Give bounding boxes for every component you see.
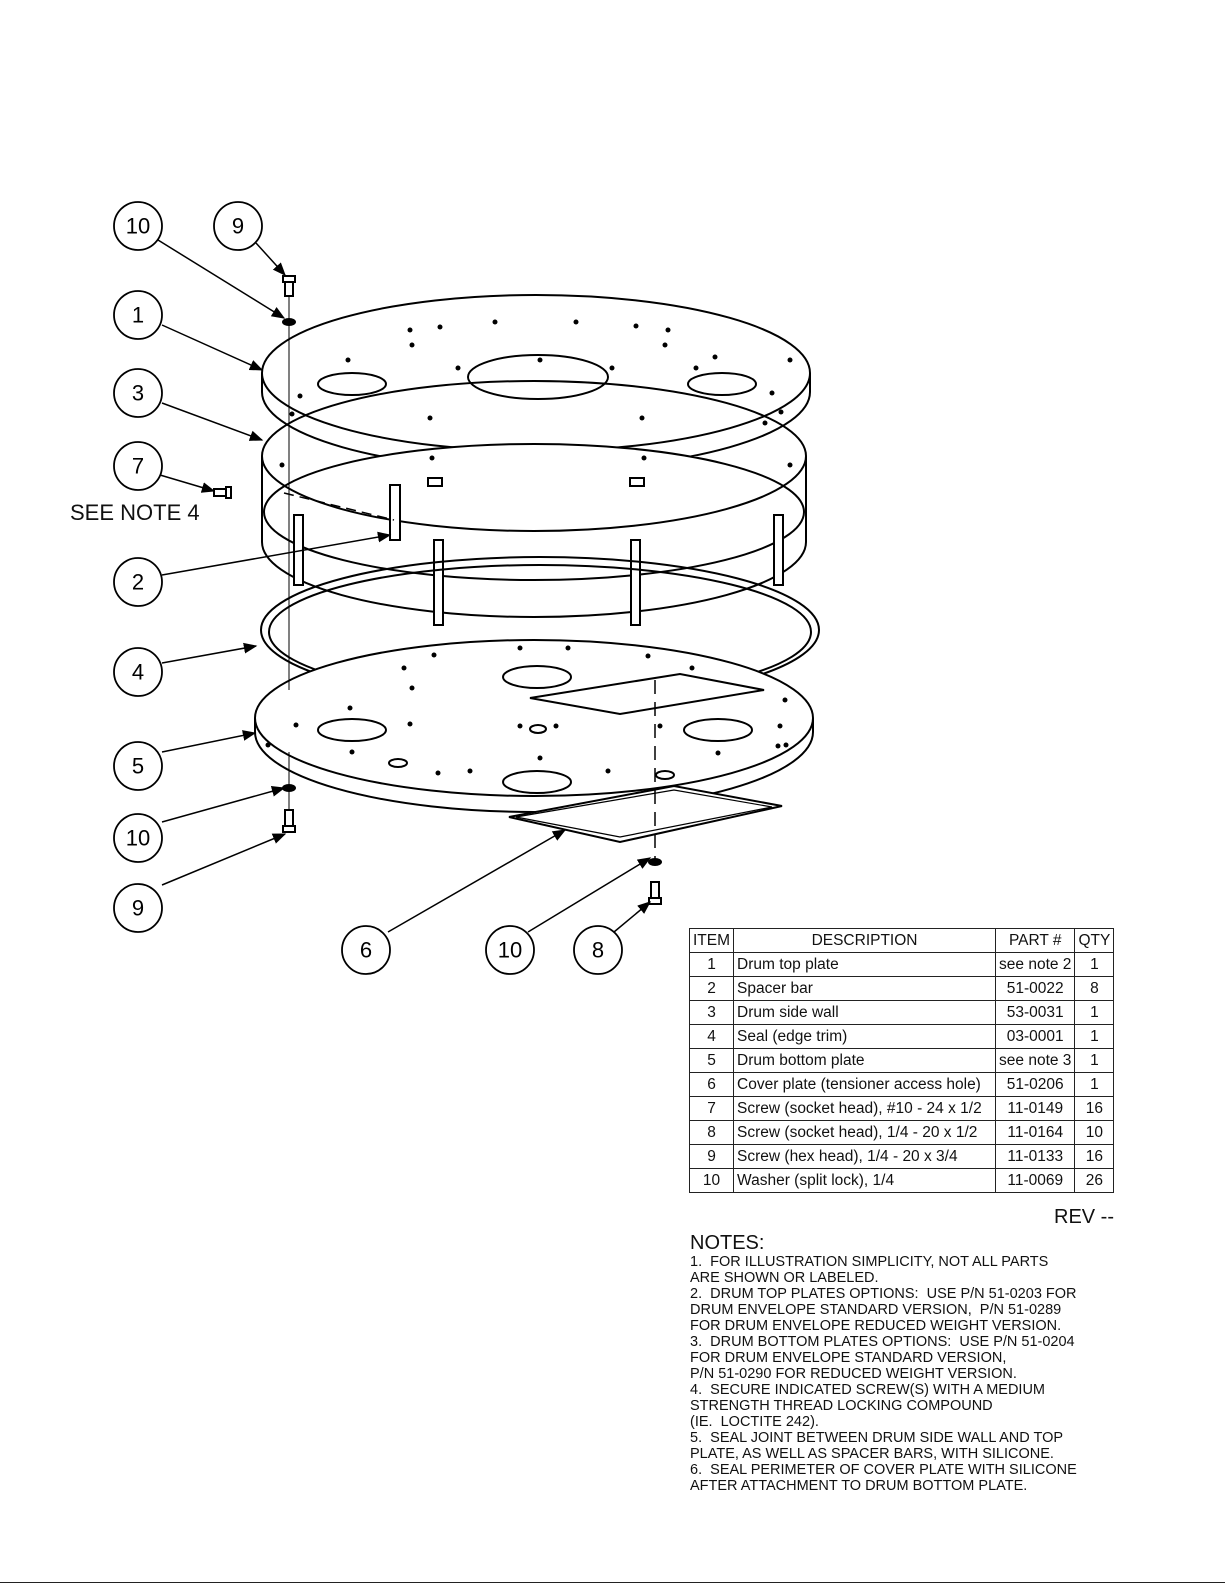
bom-qty: 8 [1074,976,1115,1001]
see-note-label: SEE NOTE 4 [70,500,200,525]
bom-description: Drum top plate [733,952,997,977]
bom-header-description: DESCRIPTION [733,928,997,953]
bom-part: see note 3 [995,1048,1076,1073]
balloon-label: 1 [132,303,144,328]
balloon-9 [113,883,163,933]
bom-header-row: ITEM DESCRIPTION PART # QTY [688,928,1115,953]
bom-item: 5 [688,1048,735,1073]
bom-description: Spacer bar [733,976,997,1001]
bom-qty: 1 [1074,1072,1115,1097]
drum-bottom-plate [254,639,814,813]
bom-qty: 16 [1074,1144,1115,1169]
bom-item: 3 [688,1000,735,1025]
bom-description: Screw (socket head), 1/4 - 20 x 1/2 [733,1120,997,1145]
notes-body: 1. FOR ILLUSTRATION SIMPLICITY, NOT ALL … [690,1254,1077,1494]
table-row: 9 Screw (hex head), 1/4 - 20 x 3/4 11-01… [688,1144,1115,1169]
balloon-8 [573,925,623,975]
bom-part: 51-0206 [995,1072,1076,1097]
leader-lines [157,239,652,933]
drum-top-plate [261,294,811,471]
balloon-label: 6 [360,938,372,963]
balloon-4 [113,647,163,697]
bom-part: 53-0031 [995,1000,1076,1025]
bom-part: 11-0164 [995,1120,1076,1145]
balloon-label: 10 [126,214,150,239]
balloon-label: 4 [132,660,144,685]
bom-part: see note 2 [995,952,1076,977]
bom-item: 9 [688,1144,735,1169]
balloon-label: 8 [592,938,604,963]
page-border-line [0,1582,1225,1583]
bom-item: 10 [688,1168,735,1193]
balloon-2 [113,557,163,607]
bom-description: Drum bottom plate [733,1048,997,1073]
table-row: 2 Spacer bar 51-0022 8 [688,976,1115,1001]
bom-description: Drum side wall [733,1000,997,1025]
bom-qty: 1 [1074,1024,1115,1049]
drum-side-wall [261,380,807,626]
balloon-label: 2 [132,570,144,595]
bom-description: Cover plate (tensioner access hole) [733,1072,997,1097]
balloon-6 [341,925,391,975]
bom-item: 8 [688,1120,735,1145]
bom-qty: 1 [1074,1048,1115,1073]
table-row: 5 Drum bottom plate see note 3 1 [688,1048,1115,1073]
balloon-label: 10 [126,826,150,851]
balloon-label: 7 [132,454,144,479]
bom-description: Washer (split lock), 1/4 [733,1168,997,1193]
balloon-9 [213,201,263,251]
bom-item: 2 [688,976,735,1001]
bom-qty: 1 [1074,952,1115,977]
bom-description: Screw (hex head), 1/4 - 20 x 3/4 [733,1144,997,1169]
bom-header-part: PART # [995,928,1076,953]
balloon-label: 9 [232,214,244,239]
table-row: 6 Cover plate (tensioner access hole) 51… [688,1072,1115,1097]
bom-qty: 10 [1074,1120,1115,1145]
bom-description: Screw (socket head), #10 - 24 x 1/2 [733,1096,997,1121]
bom-item: 7 [688,1096,735,1121]
item-balloons [113,201,623,975]
balloon-10 [113,201,163,251]
notes-title: NOTES: [690,1232,765,1254]
bom-item: 4 [688,1024,735,1049]
cover-plate [508,784,783,844]
bill-of-materials-table: ITEM DESCRIPTION PART # QTY 1 Drum top p… [688,928,1115,1193]
bom-item: 1 [688,952,735,977]
bom-part: 11-0133 [995,1144,1076,1169]
balloon-label: 5 [132,754,144,779]
balloon-1 [113,290,163,340]
balloon-3 [113,368,163,418]
bom-qty: 26 [1074,1168,1115,1193]
balloon-10 [485,925,535,975]
balloon-5 [113,741,163,791]
balloon-7 [113,441,163,491]
revision-label: REV -- [1054,1206,1114,1228]
bom-qty: 16 [1074,1096,1115,1121]
balloon-10 [113,813,163,863]
bom-header-qty: QTY [1074,928,1115,953]
table-row: 8 Screw (socket head), 1/4 - 20 x 1/2 11… [688,1120,1115,1145]
fasteners [213,275,662,905]
table-row: 4 Seal (edge trim) 03-0001 1 [688,1024,1115,1049]
bom-part: 11-0069 [995,1168,1076,1193]
bom-qty: 1 [1074,1000,1115,1025]
balloon-label: 10 [498,938,522,963]
bom-part: 03-0001 [995,1024,1076,1049]
notes-section: NOTES: 1. FOR ILLUSTRATION SIMPLICITY, N… [690,1232,1220,1494]
table-row: 3 Drum side wall 53-0031 1 [688,1000,1115,1025]
bom-part: 51-0022 [995,976,1076,1001]
bom-item: 6 [688,1072,735,1097]
table-row: 10 Washer (split lock), 1/4 11-0069 26 [688,1168,1115,1193]
table-row: 1 Drum top plate see note 2 1 [688,952,1115,977]
bom-description: Seal (edge trim) [733,1024,997,1049]
bom-part: 11-0149 [995,1096,1076,1121]
balloon-label: 3 [132,381,144,406]
balloon-label: 9 [132,896,144,921]
bom-header-item: ITEM [688,928,735,953]
table-row: 7 Screw (socket head), #10 - 24 x 1/2 11… [688,1096,1115,1121]
